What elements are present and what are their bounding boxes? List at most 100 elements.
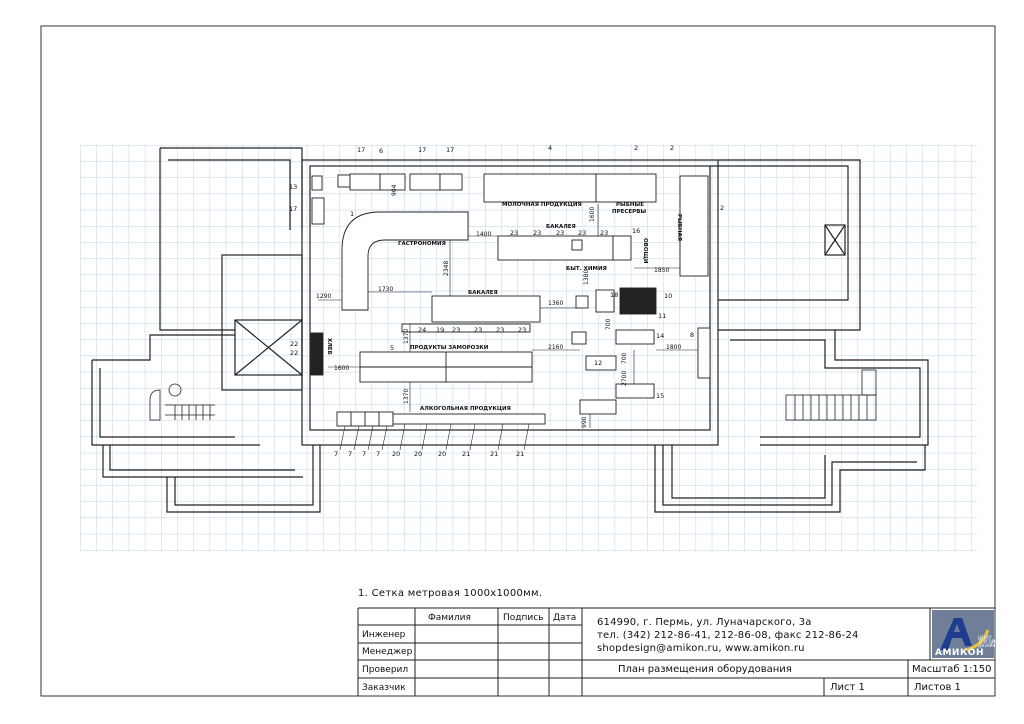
label-dairy: МОЛОЧНАЯ ПРОДУКЦИЯ — [502, 202, 582, 208]
bottom-mark-20-b: 20 — [414, 450, 422, 458]
mark-5: 5 — [390, 344, 394, 352]
company-address: 614990, г. Пермь, ул. Луначарского, 3а — [597, 617, 812, 628]
meter-grid — [80, 145, 977, 551]
drawing-scale: Масштаб 1:150 — [912, 664, 992, 675]
row-checked: Проверил — [362, 665, 409, 675]
mark-23-h: 23 — [496, 326, 504, 334]
dim-904: 904 — [391, 184, 398, 196]
equipment — [310, 173, 711, 427]
company-phone: тел. (342) 212-86-41, 212-86-08, факс 21… — [597, 630, 859, 641]
bottom-mark-21-a: 21 — [462, 450, 470, 458]
stair-right — [785, 369, 877, 421]
col-date: Дата — [553, 613, 577, 623]
mark-23-i: 23 — [518, 326, 526, 334]
mark-15: 15 — [656, 392, 664, 400]
label-fish-2: ПРЕСЕРВЫ — [612, 209, 646, 215]
label-fish-side: РЫБНАЯ — [676, 214, 682, 241]
mark-2-c: 2 — [720, 204, 724, 212]
mark-17-d: 17 — [289, 205, 297, 213]
mark-23-f: 23 — [452, 326, 460, 334]
bottom-mark-7-a: 7 — [334, 450, 338, 458]
mark-17-b: 17 — [418, 146, 426, 154]
logo-subtitle: ЦЕНТР ТОРГОВОГО ДИЗАЙНА — [978, 635, 1004, 648]
mark-6: 6 — [379, 147, 383, 155]
mark-4: 4 — [548, 144, 552, 152]
dim-700-a: 700 — [605, 318, 612, 330]
sheet-count: Листов 1 — [914, 682, 961, 693]
bottom-mark-21-c: 21 — [516, 450, 524, 458]
company-web: shopdesign@amikon.ru, www.amikon.ru — [597, 643, 805, 654]
mark-19: 19 — [436, 326, 444, 334]
mark-24: 24 — [418, 326, 426, 334]
mark-2-b: 2 — [670, 144, 674, 152]
mark-23-c: 23 — [556, 229, 564, 237]
label-alcohol: АЛКОГОЛЬНАЯ ПРОДУКЦИЯ — [420, 406, 511, 412]
label-fish-1: РЫБНЫЕ — [616, 202, 644, 208]
dim-1360: 1360 — [548, 300, 563, 307]
stair-left — [149, 383, 215, 421]
mark-22-a: 22 — [290, 340, 298, 348]
logo-word: АМИКОН — [935, 648, 984, 658]
dim-1370-a: 1370 — [403, 329, 410, 344]
col-signature: Подпись — [503, 613, 544, 623]
bottom-mark-20-c: 20 — [438, 450, 446, 458]
dim-2348: 2348 — [443, 261, 450, 276]
logo-a-icon — [940, 618, 990, 652]
dim-1380: 1380 — [583, 270, 590, 285]
dim-1290: 1290 — [316, 293, 331, 300]
dim-700-b: 700 — [621, 352, 628, 364]
label-household: БЫТ. ХИМИЯ — [566, 266, 607, 272]
mark-10: 10 — [664, 292, 672, 300]
grid-note: 1. Сетка метровая 1000х1000мм. — [358, 588, 543, 599]
dim-1730: 1730 — [378, 286, 393, 293]
bottom-mark-7-b: 7 — [348, 450, 352, 458]
mark-16: 16 — [632, 227, 640, 235]
mark-23-g: 23 — [474, 326, 482, 334]
company-logo — [932, 610, 994, 658]
mark-14: 14 — [656, 332, 664, 340]
mark-22-b: 22 — [290, 349, 298, 357]
mark-11: 11 — [658, 312, 666, 320]
bottom-mark-20-a: 20 — [392, 450, 400, 458]
mark-8: 8 — [690, 331, 694, 339]
title-block — [357, 607, 995, 696]
mark-1: 1 — [350, 210, 354, 218]
mark-18: 18 — [610, 291, 618, 299]
mark-23-e: 23 — [600, 229, 608, 237]
sheet-number: Лист 1 — [830, 682, 865, 693]
mark-23-d: 23 — [578, 229, 586, 237]
bottom-mark-7-d: 7 — [376, 450, 380, 458]
row-manager: Менеджер — [362, 647, 413, 657]
dim-2160: 2160 — [548, 344, 563, 351]
dim-1600-a: 1600 — [589, 207, 596, 222]
bottom-mark-21-b: 21 — [490, 450, 498, 458]
mark-17-a: 17 — [357, 146, 365, 154]
mark-23-a: 23 — [510, 229, 518, 237]
label-grocery-1: БАКАЛЕЯ — [546, 224, 576, 230]
dim-990: 990 — [581, 416, 588, 428]
label-frozen: ПРОДУКТЫ ЗАМОРОЗКИ — [410, 345, 489, 351]
row-customer: Заказчик — [362, 683, 406, 693]
dim-1800: 1800 — [666, 344, 681, 351]
building-walls — [91, 147, 929, 513]
leader-lines — [339, 423, 530, 451]
bottom-mark-7-c: 7 — [362, 450, 366, 458]
label-gastronomy: ГАСТРОНОМИЯ — [398, 241, 446, 247]
dim-1400: 1400 — [476, 231, 491, 238]
mark-12: 12 — [594, 359, 602, 367]
mark-17-c: 17 — [446, 146, 454, 154]
dim-1370-b: 1370 — [403, 389, 410, 404]
label-grocery-2: БАКАЛЕЯ — [468, 290, 498, 296]
drawing-frame — [40, 25, 996, 697]
label-vegetables: ОВОЩИ — [642, 238, 648, 264]
mark-23-b: 23 — [533, 229, 541, 237]
dim-1850: 1850 — [654, 267, 669, 274]
dimension-lines — [318, 204, 698, 428]
mark-13: 13 — [289, 183, 297, 191]
label-bread: ХЛЕБ — [326, 338, 332, 355]
row-engineer: Инженер — [362, 630, 406, 640]
col-family: Фамилия — [428, 613, 471, 623]
drawing-title: План размещения оборудования — [618, 664, 792, 675]
dim-1600-b: 1600 — [334, 365, 349, 372]
